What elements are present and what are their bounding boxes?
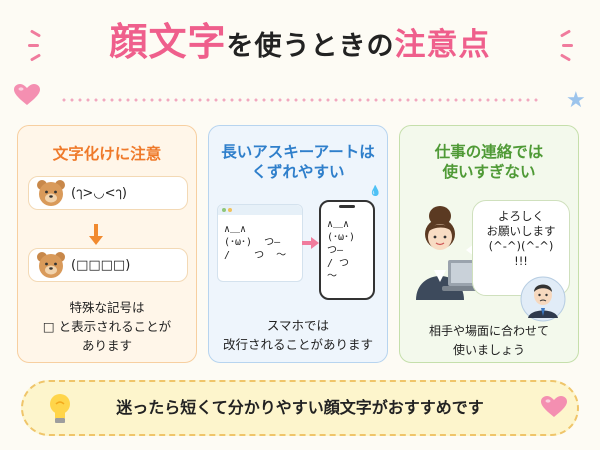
panel-title: 長いアスキーアートは くずれやすい [209,142,387,182]
window-titlebar [218,205,302,215]
caption-line: あります [81,338,132,353]
sweat-drops-icon: 💧 [369,186,382,197]
arrow-right-icon [302,241,312,245]
caption-line: 相手や場面に合わせて [428,324,549,338]
panel-business: 仕事の連絡では 使いすぎない よろしく お願いします (^-^)(^-^) !!… [399,125,579,363]
worried-man-icon [520,276,566,322]
panel-title-line: 仕事の連絡では [434,143,544,161]
panel-title-line: 長いアスキーアートは [221,143,375,161]
star-icon: ★ [566,88,586,113]
title-part-caution: 注意点 [394,27,491,63]
heart-icon [14,84,40,105]
heart-icon [541,396,567,417]
speech-line: お願いします [486,224,556,238]
arrow-down-icon [94,224,98,238]
lightbulb-icon [50,394,70,423]
phone-notch [339,205,355,208]
arrow-right-head [311,237,319,249]
office-worker-icon [416,206,464,300]
pc-chat-window: ∧＿∧ (･ω･) つ― / つ ～ [217,204,303,282]
bubble-text: (ๅ>◡<ๅ) [71,186,127,201]
dotted-divider [60,98,540,102]
smartphone-icon: ∧＿∧ (･ω･) つ― / つ ～ [319,200,375,300]
panel-mojibake: 文字化けに注意 (ๅ>◡<ๅ) (□□□□) 特殊な記号は □ と表示されること… [17,125,197,363]
bear-icon [37,180,65,206]
title-part-middle: を使うときの [226,31,395,62]
speech-bubble: よろしく お願いします (^-^)(^-^) !!! [472,200,570,296]
speech-line: !!! [514,254,528,268]
caption-line: スマホでは [266,318,330,333]
title-part-kaomoji: 顔文字 [109,20,227,64]
sparkle-icon-left [28,29,54,62]
panel-ascii-art: 長いアスキーアートは くずれやすい ∧＿∧ (･ω･) つ― / つ ～ ∧＿∧… [208,125,388,363]
bubble-text: (□□□□) [71,258,131,273]
panel-caption: 相手や場面に合わせて 使いましょう [400,322,578,360]
panel-title: 文字化けに注意 [52,145,162,163]
tip-text: 迷ったら短くて分かりやすい顔文字がおすすめです [116,398,484,417]
panel-title-line: くずれやすい [251,163,345,181]
panel-caption: 特殊な記号は □ と表示されることが あります [18,298,196,355]
caption-line: □ と表示されることが [42,319,172,334]
ascii-art-wide: ∧＿∧ (･ω･) つ― / つ ～ [224,224,287,261]
sparkle-icon-right [556,29,582,62]
panel-title-line: 使いすぎない [442,163,536,181]
speech-line: よろしく [498,209,544,223]
panel-caption: スマホでは 改行されることがあります [209,316,387,354]
caption-line: 改行されることがあります [222,337,373,352]
ascii-art-narrow: ∧＿∧ (･ω･) つ― / つ ～ [327,219,356,282]
caption-line: 使いましょう [452,343,525,357]
panel-title: 仕事の連絡では 使いすぎない [400,142,578,182]
page-title: 顔文字を使うときの注意点 [0,14,600,70]
speech-line: (^-^)(^-^) [488,239,554,253]
arrow-down-head [89,236,103,245]
speech-tail [466,244,474,256]
bear-icon [37,252,65,278]
caption-line: 特殊な記号は [69,300,145,315]
tip-banner: 迷ったら短くて分かりやすい顔文字がおすすめです [21,380,579,436]
